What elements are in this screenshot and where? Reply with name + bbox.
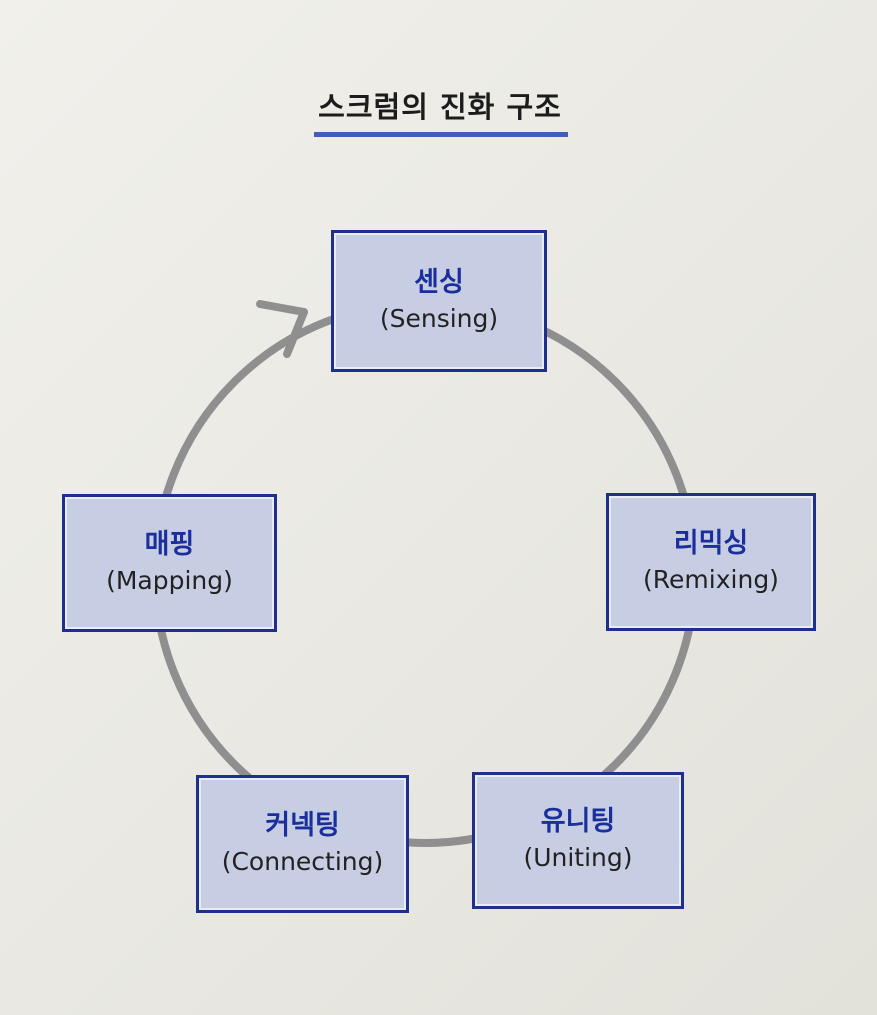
node-mapping: 매핑 (Mapping)	[62, 494, 277, 632]
node-sensing: 센싱 (Sensing)	[331, 230, 547, 372]
node-mapping-label: 매핑	[144, 528, 195, 560]
node-uniting-label: 유니팅	[540, 806, 616, 838]
title-underline	[314, 132, 568, 137]
node-remixing-english: (Remixing)	[643, 564, 779, 594]
node-uniting: 유니팅 (Uniting)	[472, 772, 684, 909]
node-mapping-english: (Mapping)	[106, 565, 233, 595]
node-remixing-label: 리믹싱	[673, 527, 749, 559]
node-sensing-label: 센싱	[414, 266, 464, 298]
node-connecting: 커넥팅 (Connecting)	[196, 775, 409, 913]
diagram-title: 스크럼의 진화 구조	[318, 90, 562, 124]
node-remixing: 리믹싱 (Remixing)	[606, 493, 816, 631]
node-connecting-label: 커넥팅	[265, 809, 340, 841]
node-connecting-english: (Connecting)	[221, 846, 384, 876]
cycle-arrowhead	[256, 300, 308, 358]
node-uniting-english: (Uniting)	[523, 843, 633, 873]
node-sensing-english: (Sensing)	[379, 303, 499, 333]
